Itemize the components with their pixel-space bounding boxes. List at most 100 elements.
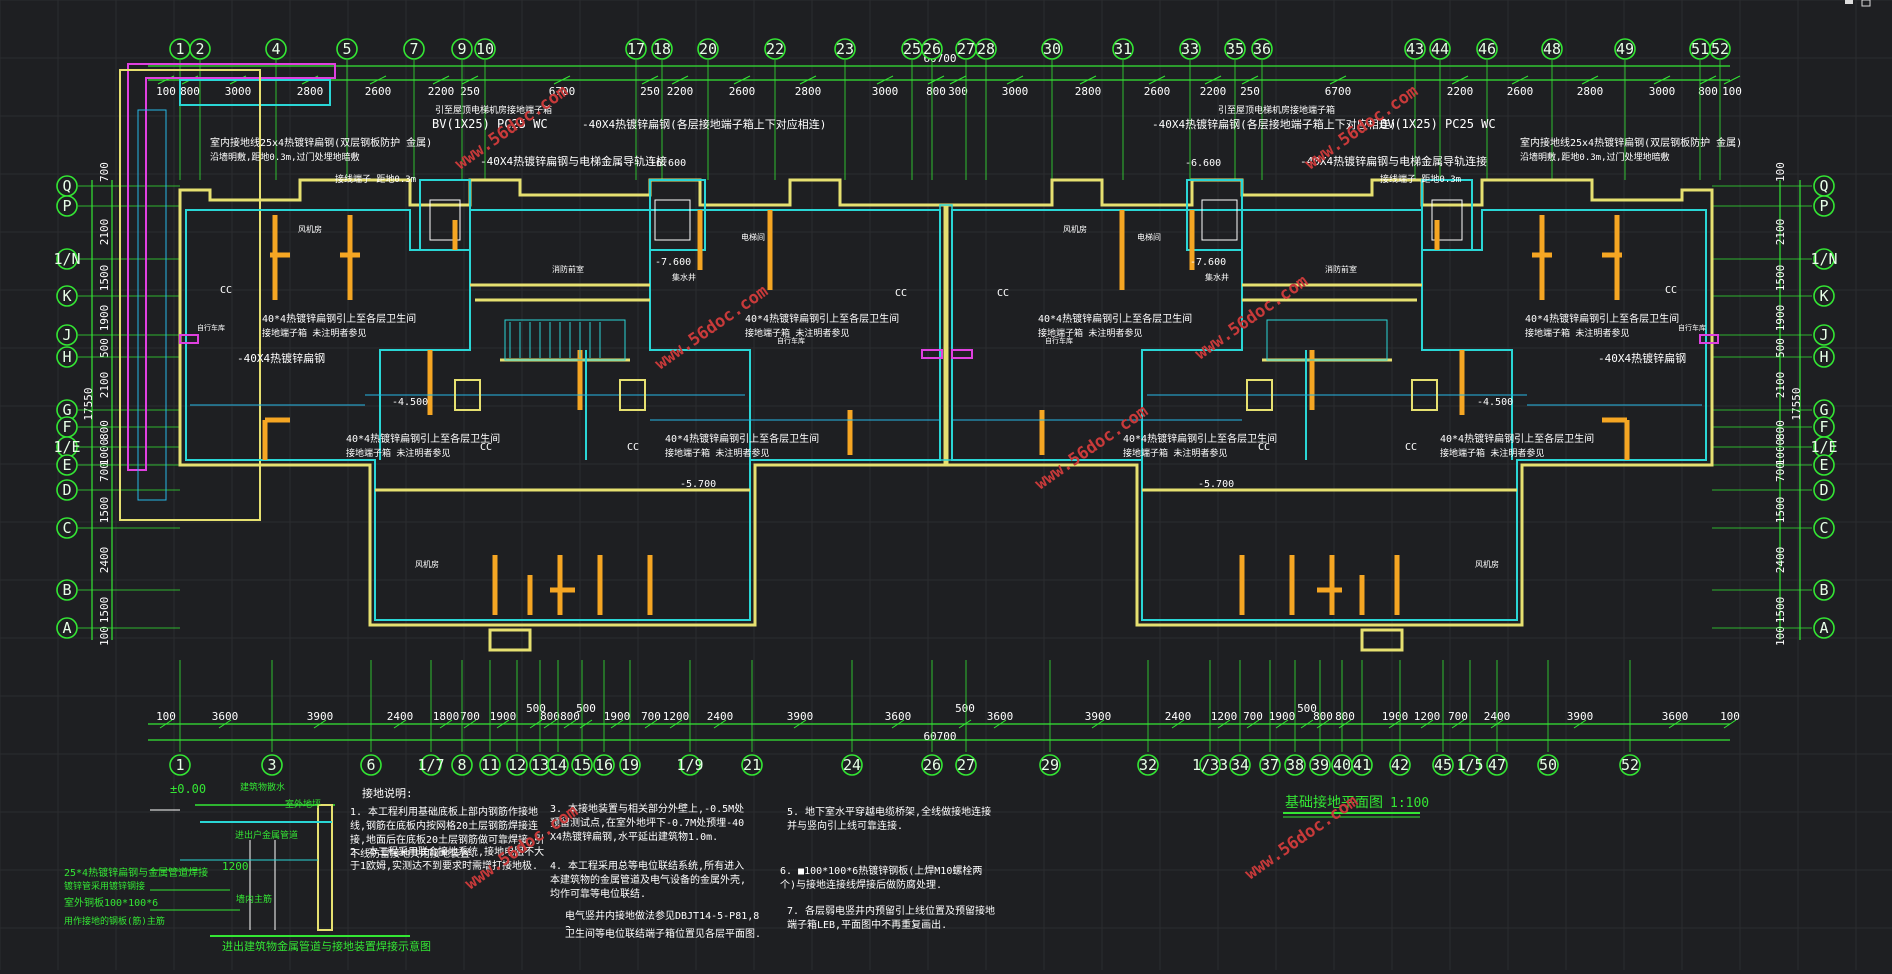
bottom-axis-bubble <box>506 754 528 776</box>
bottom-axis-label: 3 <box>267 756 276 774</box>
plan-annotation: 接地端子箱 未注明者参见 <box>1440 447 1544 459</box>
maximize-icon[interactable] <box>1861 0 1871 7</box>
bottom-dim-value: 800 <box>1313 710 1333 723</box>
bottom-dim-value: 700 <box>1243 710 1263 723</box>
plan-annotation: 接线端子 距地0.3m <box>335 173 416 185</box>
note-line: 4. 本工程采用总等电位联结系统,所有进入本建筑物的金属管道及电气设备的金属外壳… <box>550 861 747 900</box>
top-axis-label: 33 <box>1181 40 1199 58</box>
left-dim-value: 500 <box>98 338 111 358</box>
note-line: 电气竖井内接地做法参见DBJT14-5-P81,82. <box>565 911 760 928</box>
right-axis-label: P <box>1819 197 1828 215</box>
top-axis-bubble <box>834 38 856 60</box>
top-axis-label: 31 <box>1114 40 1132 58</box>
bottom-dimension-chain <box>148 719 1737 741</box>
bottom-dim-value: 500 <box>526 702 546 715</box>
bottom-axis-label: 13 <box>531 756 549 774</box>
bottom-dim-value: 500 <box>1297 702 1317 715</box>
bottom-dim-value: 2400 <box>387 710 414 723</box>
top-axis-bubble <box>451 38 473 60</box>
bottom-dim-value: 800 <box>560 710 580 723</box>
bottom-axis-label: 29 <box>1041 756 1059 774</box>
detail-label-2: 室外地坪 <box>285 798 321 810</box>
building-left-wing <box>178 178 947 652</box>
left-axis-bubble <box>56 346 78 368</box>
top-dim-value: 100 <box>1722 85 1742 98</box>
plan-annotation: BV(1X25) PC25 WC <box>1380 117 1496 131</box>
left-dim-value: 1000 <box>98 439 111 466</box>
plan-annotation: 40*4热镀锌扁钢引上至各层卫生间 <box>1440 432 1594 445</box>
top-axis-label: 30 <box>1043 40 1061 58</box>
top-dim-value: 100 <box>156 85 176 98</box>
bottom-dim-value: 1900 <box>604 710 631 723</box>
right-axis-label: K <box>1819 287 1828 305</box>
plan-annotation: 接地端子箱 未注明者参见 <box>346 447 450 459</box>
bottom-axis-bubble <box>1486 754 1508 776</box>
drawing-title: 基础接地平面图 <box>1285 794 1383 811</box>
top-dim-value: 250 <box>1240 85 1260 98</box>
left-axis-bubble <box>56 248 78 270</box>
bottom-dim-value: 500 <box>576 702 596 715</box>
bottom-axis-label: 37 <box>1261 756 1279 774</box>
bottom-axis-bubble <box>1619 754 1641 776</box>
bottom-axis-label: 1 <box>175 756 184 774</box>
left-dim-value: 700 <box>98 162 111 182</box>
plan-annotation: 集水井 <box>672 272 696 282</box>
left-dim-labels: 7002100150019005002100175508001000700150… <box>82 162 111 646</box>
top-axis-bubble <box>651 38 673 60</box>
building-right-wing <box>945 178 1714 652</box>
bottom-axis-label: 12 <box>508 756 526 774</box>
plan-annotation: 40*4热镀锌扁钢引上至各层卫生间 <box>1038 312 1192 325</box>
left-axis-bubble <box>56 195 78 217</box>
right-dim-value: 500 <box>1774 338 1787 358</box>
left-dim-value: 17550 <box>82 387 95 420</box>
left-axis-bubble <box>56 454 78 476</box>
top-axis-label: 46 <box>1478 40 1496 58</box>
bottom-axis-label: 14 <box>549 756 567 774</box>
top-axis-bubble <box>1404 38 1426 60</box>
minimize-icon[interactable] <box>1845 0 1853 4</box>
bottom-axis-label: 45 <box>1434 756 1452 774</box>
bottom-axis-bubble <box>169 754 191 776</box>
plan-annotation: -6.600 <box>650 158 686 169</box>
right-dim-value: 700 <box>1774 462 1787 482</box>
right-axis-bubble <box>1813 454 1835 476</box>
bottom-dim-value: 3900 <box>787 710 814 723</box>
bottom-dim-value: 700 <box>641 710 661 723</box>
bottom-axis-bubble <box>1137 754 1159 776</box>
right-axis-bubble <box>1813 285 1835 307</box>
plan-annotation: 风机房 <box>415 559 439 569</box>
right-axis-bubble <box>1813 617 1835 639</box>
right-dim-value: 800 <box>1774 420 1787 440</box>
bottom-axis-bubble <box>741 754 763 776</box>
top-axis-bubble <box>764 38 786 60</box>
bottom-dim-value: 500 <box>955 702 975 715</box>
bottom-total-dim: 60700 <box>923 730 956 743</box>
top-dim-value: 800 <box>180 85 200 98</box>
top-axis-label: 18 <box>653 40 671 58</box>
design-notes: 1. 本工程利用基础底板上部内钢筋作接地线,钢筋在底板内按网格20土层钢筋焊接连… <box>350 804 996 940</box>
top-axis-bubble <box>336 38 358 60</box>
left-dim-value: 800 <box>98 420 111 440</box>
top-axis-bubble <box>1476 38 1498 60</box>
bottom-dim-value: 3600 <box>885 710 912 723</box>
top-dim-value: 6700 <box>1325 85 1352 98</box>
top-axis-label: 43 <box>1406 40 1424 58</box>
note-line: 7. 各层弱电竖井内预留引上线位置及预留接地端子箱LEB,平面图中不再重复画出. <box>787 906 996 931</box>
top-axis-bubble <box>1112 38 1134 60</box>
bottom-axis-label: 34 <box>1231 756 1249 774</box>
bottom-axis-label: 6 <box>366 756 375 774</box>
bottom-dim-value: 2400 <box>1165 710 1192 723</box>
right-axis-label: C <box>1819 519 1828 537</box>
plan-annotation: CC <box>895 288 907 299</box>
plan-annotation: CC <box>997 288 1009 299</box>
left-dim-value: 2100 <box>98 219 111 246</box>
plan-annotation: -7.600 <box>1190 257 1226 268</box>
bottom-dim-value: 2400 <box>707 710 734 723</box>
right-dim-value: 2100 <box>1774 219 1787 246</box>
right-dim-value: 100 <box>1774 162 1787 182</box>
bottom-axis-label: 1/5 <box>1456 756 1483 774</box>
